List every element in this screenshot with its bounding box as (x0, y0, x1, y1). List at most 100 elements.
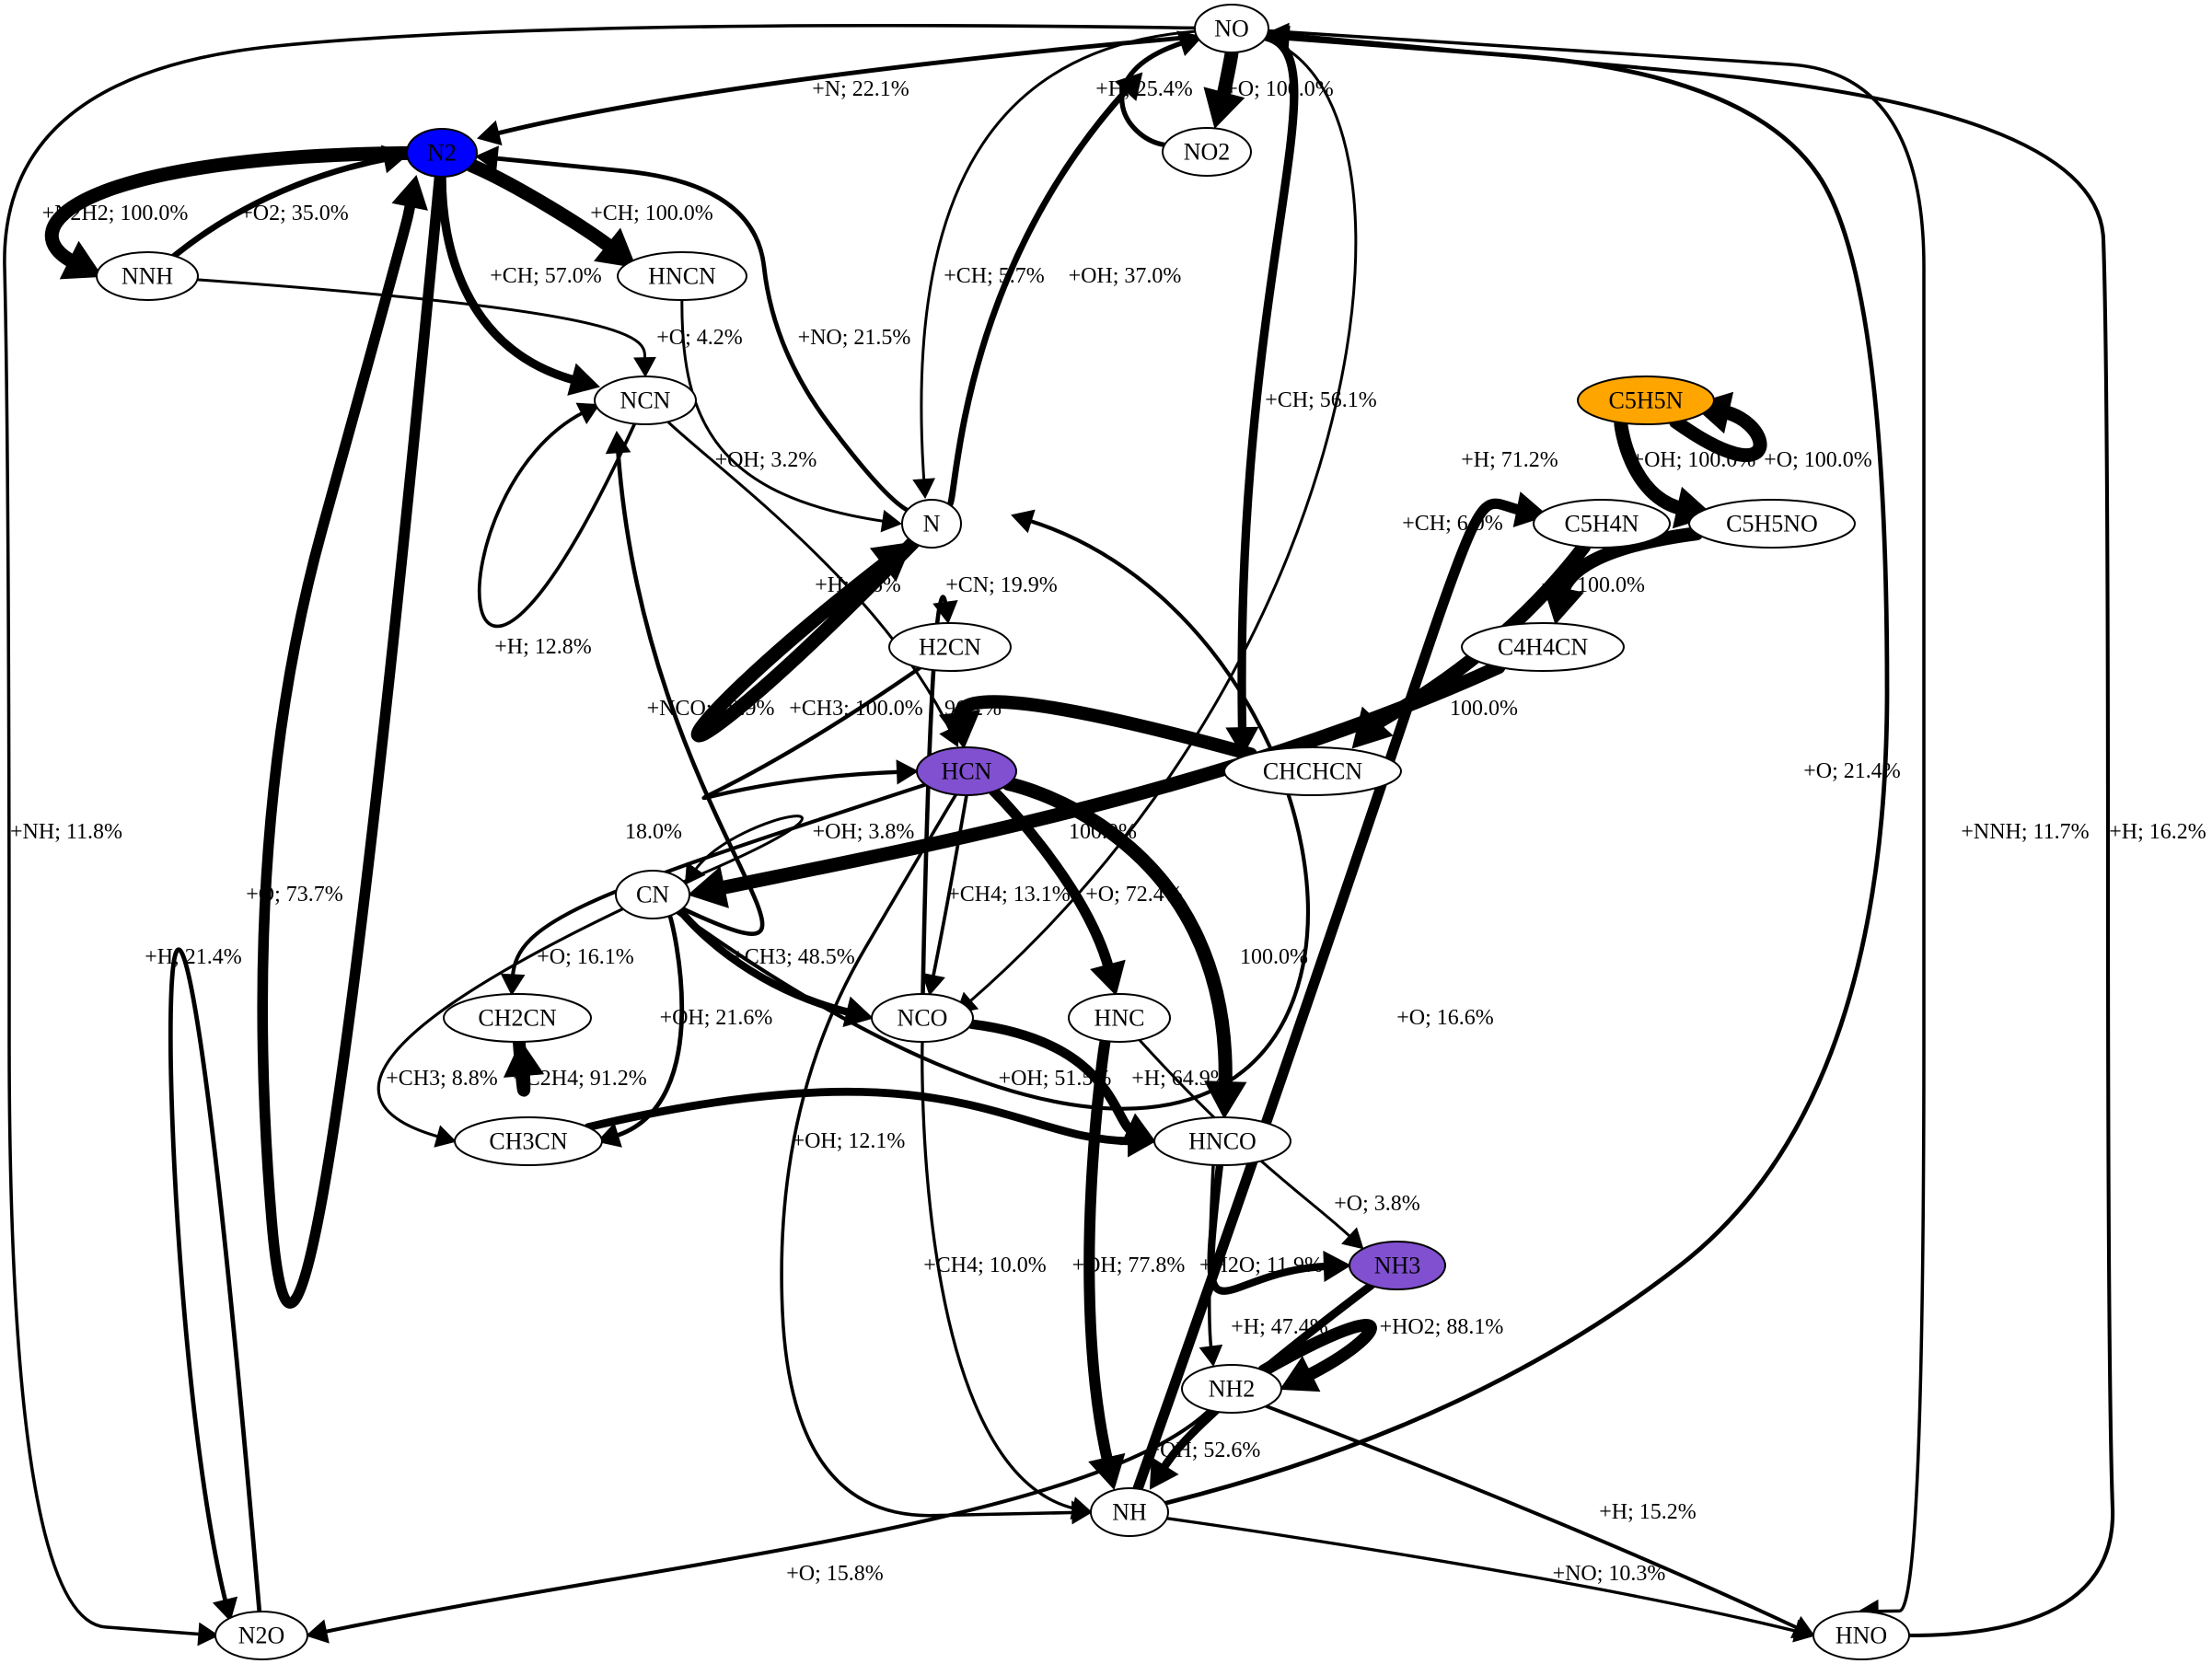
edge-label: +CH3; 8.8% (386, 1067, 498, 1091)
edge-c5h5n-to-c5h4n (1614, 415, 1690, 516)
arrowhead-nh2-to-nh3 (1280, 1356, 1321, 1392)
node-label: HNCO (1188, 1128, 1257, 1155)
edge-n2-to-nnh (44, 145, 414, 271)
edge-hcn-to-nco (988, 786, 1115, 976)
edge-cn-to-n (675, 518, 1310, 1111)
arrowhead-cn-to-ch2cn (842, 996, 874, 1027)
node-n2o[interactable]: N2O (214, 1611, 308, 1660)
edge-cn-to-ncn (615, 446, 765, 936)
edge-label: +OH; 12.1% (793, 1129, 906, 1153)
edge-nh-to-no (1163, 36, 1890, 1506)
node-ellipse (1090, 1487, 1169, 1537)
node-nh2[interactable]: NH2 (1181, 1364, 1282, 1414)
node-cn[interactable]: CN (615, 870, 690, 919)
edge-label: 100.0% (1069, 820, 1137, 844)
node-hnco[interactable]: HNCO (1153, 1116, 1291, 1166)
arrowhead-no-to-hcn (1225, 726, 1259, 757)
node-ncn[interactable]: NCN (594, 376, 697, 425)
node-label: NH (1112, 1499, 1147, 1526)
node-c5h5n[interactable]: C5H5N (1577, 376, 1715, 425)
edge-no2-to-no (1119, 40, 1187, 148)
node-nh[interactable]: NH (1090, 1487, 1169, 1537)
edge-label: +H; 71.2% (1461, 448, 1558, 472)
node-h2cn[interactable]: H2CN (888, 622, 1012, 672)
arrowhead-n2-to-nnh (59, 240, 103, 280)
node-ellipse (617, 251, 747, 301)
node-ellipse (1461, 622, 1625, 672)
edge-label: +H; 16.2% (2109, 820, 2206, 844)
edge-n-to-h2cn (690, 535, 921, 743)
node-nco[interactable]: NCO (871, 993, 974, 1043)
edge-label: +O; 15.8% (786, 1562, 884, 1586)
edge-label: 18.0% (625, 820, 682, 844)
edge-label: +OH; 100.0% (1632, 448, 1756, 472)
node-chchcn[interactable]: CHCHCN (1223, 746, 1402, 796)
arrowhead-hcn-to-hnc (1204, 1080, 1247, 1120)
node-hnc[interactable]: HNC (1068, 993, 1171, 1043)
edge-label: +OH; 51.5% (999, 1067, 1112, 1091)
node-label: NH3 (1374, 1253, 1421, 1279)
edge-cn-to-hcn (682, 815, 804, 884)
node-ch3cn[interactable]: CH3CN (454, 1116, 603, 1166)
arrowhead-hcn-to-nco (1090, 959, 1126, 996)
edge-label: +CH4; 13.1% (947, 883, 1071, 907)
edge-n2-to-n2o (257, 171, 446, 1309)
node-ch2cn[interactable]: CH2CN (443, 993, 592, 1043)
node-n2[interactable]: N2 (406, 128, 478, 178)
edge-label: +C2H4; 91.2% (513, 1067, 647, 1091)
node-ellipse (1533, 499, 1671, 549)
node-ellipse (96, 251, 199, 301)
edge-cn-to-ch3cn (376, 907, 625, 1139)
edge-label: +OH; 77.8% (1072, 1254, 1186, 1277)
node-c5h5no[interactable]: C5H5NO (1688, 499, 1856, 549)
arrowhead-n2-to-ncn (567, 363, 600, 396)
arrowhead-n-to-h2cn (869, 541, 913, 583)
edge-label: +O; 100.0% (1225, 77, 1334, 101)
node-hncn[interactable]: HNCN (617, 251, 747, 301)
edge-label: +CN; 19.9% (945, 573, 1058, 597)
edge-ch3cn-to-ch2cn (584, 1087, 1137, 1146)
arrowhead-h2cn-to-hcn (896, 759, 920, 785)
arrowhead-n2-to-hncn (594, 227, 637, 269)
node-n[interactable]: N (901, 499, 962, 549)
node-no[interactable]: NO (1194, 4, 1269, 53)
node-nh3[interactable]: NH3 (1349, 1241, 1446, 1290)
node-ellipse (1153, 1116, 1291, 1166)
node-no2[interactable]: NO2 (1162, 127, 1252, 177)
arrowhead-hnco-to-nh2 (1323, 1250, 1352, 1283)
edge-label: 100.0% (1577, 573, 1645, 597)
edge-h2cn-to-hcn (701, 665, 922, 801)
arrowhead-hnc-to-nh (1341, 1227, 1364, 1250)
node-hcn[interactable]: HCN (916, 746, 1017, 796)
node-label: C5H4N (1565, 511, 1639, 537)
node-label: NO2 (1184, 139, 1231, 166)
arrowhead-hcn-to-nh (500, 973, 526, 997)
arrowhead-hnc-to-hnco (1088, 1452, 1126, 1490)
edge-label: +OH; 21.6% (660, 1006, 773, 1030)
node-c5h4n[interactable]: C5H4N (1533, 499, 1671, 549)
node-label: HNC (1094, 1005, 1145, 1032)
arrowhead-hncn-to-ncn (880, 509, 903, 533)
node-ellipse (214, 1611, 308, 1660)
node-hno[interactable]: HNO (1812, 1611, 1910, 1660)
edge-c5h5n-to-c5h5no (1669, 404, 1767, 462)
edge-hcn-to-hnco (780, 792, 1078, 1518)
edge-label: 100.0% (1450, 697, 1518, 721)
arrowhead-cn-to-hcn (684, 861, 706, 885)
arrowhead-nh3-to-nh2 (1149, 1456, 1179, 1490)
arrowhead-no-to-n2 (477, 120, 503, 146)
node-ellipse (1349, 1241, 1446, 1290)
node-c4h4cn[interactable]: C4H4CN (1461, 622, 1625, 672)
edge-label: +CH; 56.1% (1265, 388, 1377, 412)
edge-nh3-to-nh2 (1158, 1281, 1375, 1474)
node-label: C5H5NO (1726, 511, 1818, 537)
edge-label: +O; 4.2% (656, 326, 743, 350)
edge-hcn-to-hnc (1002, 777, 1233, 1095)
edge-nh-to-n2o (1164, 1517, 1801, 1634)
edge-label: +O; 3.8% (1334, 1192, 1420, 1216)
edge-label: +NO; 10.3% (1553, 1562, 1666, 1586)
edge-hcn-to-cn (931, 793, 968, 981)
edge-label: 96.2% (944, 697, 1002, 721)
node-nnh[interactable]: NNH (96, 251, 199, 301)
edge-n2-to-hncn (464, 158, 620, 256)
